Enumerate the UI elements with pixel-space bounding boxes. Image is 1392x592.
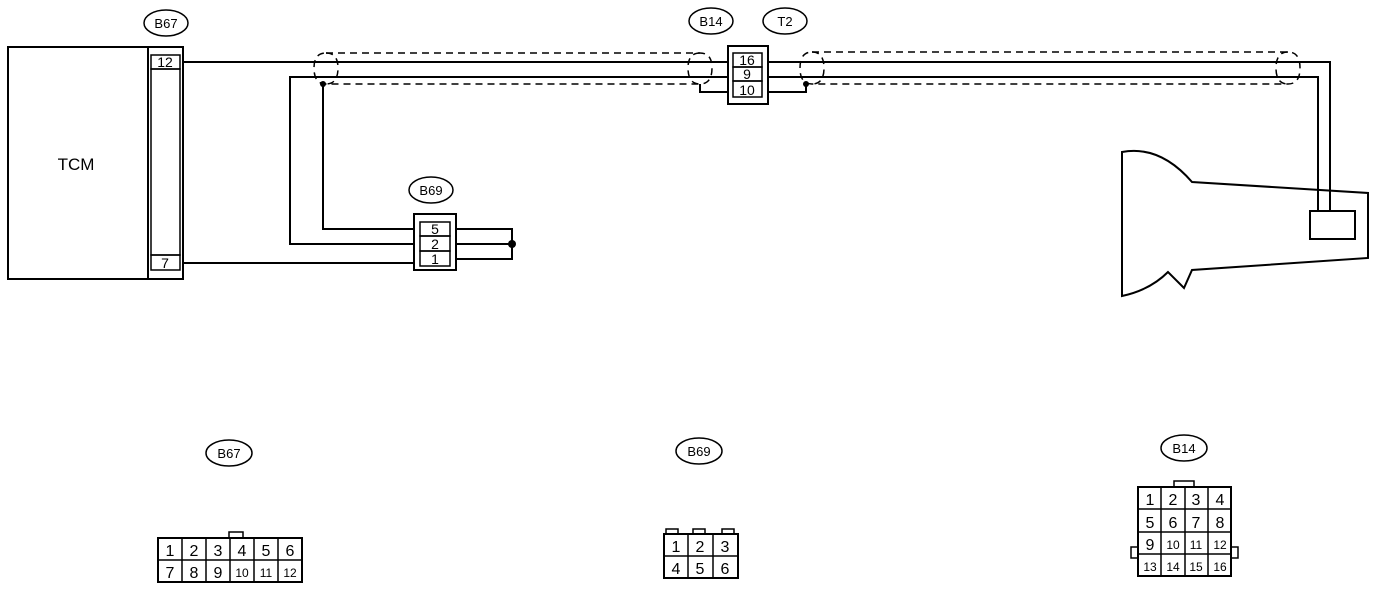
b69-pin-5: 5 <box>431 221 439 237</box>
b14-face-pin: 13 <box>1143 560 1157 574</box>
b67-tag-text: B67 <box>154 16 177 31</box>
t2-tag-text: T2 <box>777 14 792 29</box>
b14-face-pin: 7 <box>1192 515 1201 532</box>
b69-face-label: B69 <box>687 444 710 459</box>
b14-tag: B14 <box>688 7 734 35</box>
b67-face-label: B67 <box>217 446 240 461</box>
tcm-module: TCM <box>7 46 149 280</box>
b69-tag-text: B69 <box>419 183 442 198</box>
b14-face-label: B14 <box>1172 441 1195 456</box>
b14-face-pin: 14 <box>1166 560 1180 574</box>
tcm-label: TCM <box>58 155 95 174</box>
b69-face-pin: 4 <box>672 561 681 578</box>
b69-face-pin: 1 <box>672 539 681 556</box>
b14-face-pin: 16 <box>1213 560 1227 574</box>
b14-pin-16: 16 <box>739 52 755 68</box>
wires <box>183 61 1331 264</box>
b67-face-pin: 9 <box>214 565 223 582</box>
b69-pin-2: 2 <box>431 236 439 252</box>
splice-dot <box>508 240 516 248</box>
b67-face-pin: 4 <box>238 543 247 560</box>
b69-pin-1: 1 <box>431 251 439 267</box>
b14-face-pin: 2 <box>1169 492 1178 509</box>
transmission-icon <box>1121 149 1369 298</box>
b67-face-pin: 6 <box>286 543 295 560</box>
t2-tag: T2 <box>762 7 808 35</box>
b67-tag: B67 <box>143 9 189 37</box>
b14-face-pin: 15 <box>1189 560 1203 574</box>
b14-t2-connector: 16 9 10 <box>727 45 769 105</box>
b14-face-pin: 5 <box>1146 515 1155 532</box>
b14-face-pin: 3 <box>1192 492 1201 509</box>
b69-face-pin: 6 <box>721 561 730 578</box>
shield-left <box>313 52 713 85</box>
b14-pin-9: 9 <box>743 66 751 82</box>
b14-face-pin: 1 <box>1146 492 1155 509</box>
b67-face-pin: 5 <box>262 543 271 560</box>
b69-face-pin: 2 <box>696 539 705 556</box>
b69-face-pin: 3 <box>721 539 730 556</box>
b67-face: B67 1 2 3 4 5 6 7 8 9 10 11 12 <box>157 439 303 583</box>
b67-pin-7: 7 <box>161 255 169 271</box>
b14-face-pin: 8 <box>1216 515 1225 532</box>
b14-face: B14 1 2 3 4 5 6 7 8 9 10 11 12 13 14 15 … <box>1130 434 1239 577</box>
b67-face-pin: 2 <box>190 543 199 560</box>
b14-face-pin: 6 <box>1169 515 1178 532</box>
sensor-box <box>1309 210 1356 240</box>
b14-face-pin: 12 <box>1213 538 1227 552</box>
b67-face-pin: 11 <box>260 566 273 580</box>
b67-pin-12: 12 <box>157 54 173 70</box>
b14-pin-10: 10 <box>739 82 755 98</box>
b69-tag: B69 <box>408 176 454 204</box>
b69-face-pin: 5 <box>696 561 705 578</box>
b67-face-pin: 1 <box>166 543 175 560</box>
b69-face: B69 1 2 3 4 5 6 <box>663 437 739 579</box>
shield-right <box>799 51 1301 85</box>
b14-face-pin: 9 <box>1146 537 1155 554</box>
b67-connector: 12 7 <box>147 46 184 280</box>
b67-face-pin: 10 <box>235 566 249 580</box>
b14-face-pin: 10 <box>1166 538 1180 552</box>
b14-face-pin: 11 <box>1190 538 1203 552</box>
b67-face-pin: 12 <box>283 566 297 580</box>
b67-face-pin: 8 <box>190 565 199 582</box>
b14-tag-text: B14 <box>699 14 722 29</box>
b69-connector: 5 2 1 <box>413 213 457 271</box>
b14-face-pin: 4 <box>1216 492 1225 509</box>
b67-face-pin: 7 <box>166 565 175 582</box>
b67-face-pin: 3 <box>214 543 223 560</box>
